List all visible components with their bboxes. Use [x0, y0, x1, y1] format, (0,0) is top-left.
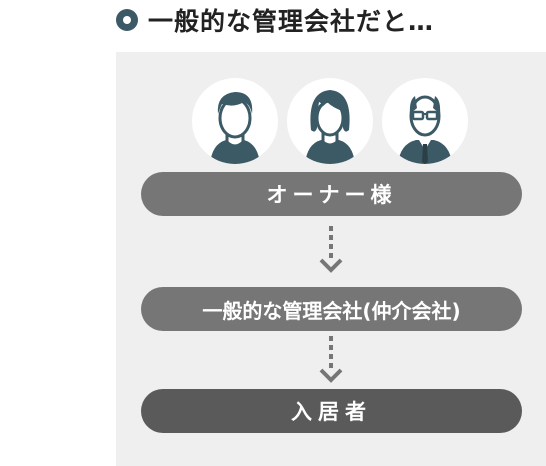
management-company-node: 一般的な管理会社(仲介会社) [141, 287, 522, 331]
young-woman-avatar-icon [287, 78, 373, 164]
avatar-group [192, 78, 468, 168]
flow-arrow-down-icon [319, 226, 343, 273]
flow-arrow-down-icon [319, 336, 343, 383]
young-man-avatar-icon [192, 78, 278, 164]
owner-node: オーナー様 [141, 172, 522, 216]
tenant-node: 入居者 [141, 389, 522, 433]
section-heading: 一般的な管理会社だと… [116, 0, 434, 40]
heading-title: 一般的な管理会社だと… [148, 7, 435, 36]
bullet-circle-icon [116, 9, 138, 31]
older-man-glasses-avatar-icon [382, 78, 468, 164]
